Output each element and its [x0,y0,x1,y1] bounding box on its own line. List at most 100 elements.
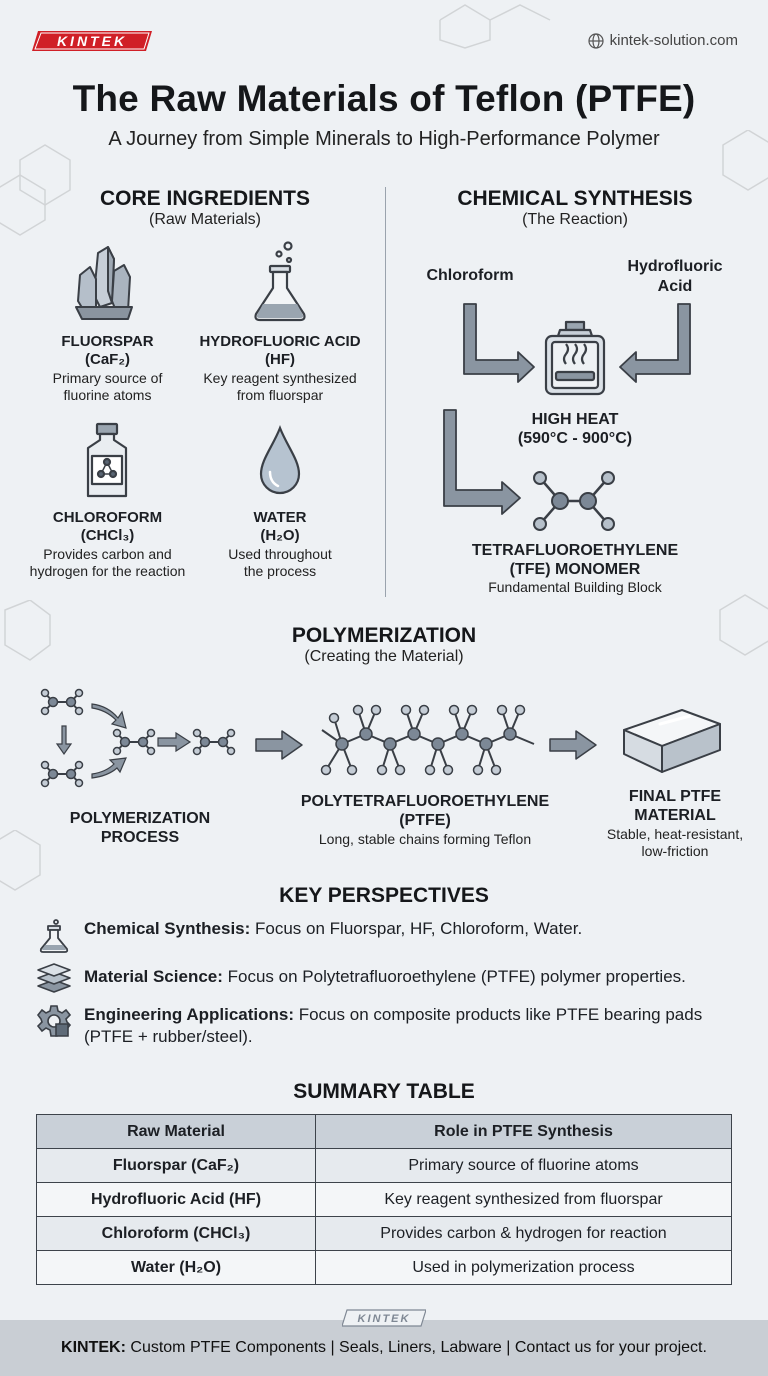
website-link[interactable]: kintek-solution.com [588,32,738,49]
footer-text[interactable]: KINTEK: Custom PTFE Components | Seals, … [0,1339,768,1357]
background-structure-watermark [4,600,51,661]
polymerization-process-diagram [40,688,236,788]
chloroform-desc-1: Provides carbon and [43,546,172,562]
temperature-label: (590°C - 900°C) [517,430,633,447]
ptfe-label-2: (PTFE) [399,812,451,829]
footer-bar [0,1320,768,1376]
chloroform-formula: (CHCl₃) [80,527,135,544]
ptfe-label-1: POLYTETRAFLUOROETHYLENE [300,793,550,810]
core-ingredients-title: CORE INGREDIENTS [99,187,311,210]
key-perspectives-title: KEY PERSPECTIVES [279,884,489,907]
svg-text:KINTEK: KINTEK [358,1313,411,1325]
table-row: Fluorspar (CaF₂) Primary source of fluor… [36,1148,732,1183]
table-header-raw-material: Raw Material [36,1114,316,1149]
final-ptfe-desc-1: Stable, heat-resistant, [606,826,744,842]
perspective-material-science: Material Science: Focus on Polytetrafluo… [36,960,736,996]
background-structure-watermark [0,830,41,891]
summary-table-title: SUMMARY TABLE [293,1080,475,1103]
core-ingredients-subtitle: (Raw Materials) [148,211,261,228]
table-header-role: Role in PTFE Synthesis [315,1114,732,1149]
chloroform-name: CHLOROFORM [52,509,163,526]
website-text: kintek-solution.com [609,32,738,49]
table-cell-role: Primary source of fluorine atoms [315,1148,732,1183]
fluorspar-formula: (CaF₂) [85,351,130,368]
water-desc-1: Used throughout [228,546,332,562]
hf-formula: (HF) [265,351,295,368]
background-structure-watermark [722,130,768,191]
table-cell-role: Used in polymerization process [315,1250,732,1285]
table-row: Hydrofluoric Acid (HF) Key reagent synth… [36,1182,732,1217]
background-structure-watermark [719,594,768,656]
table-header-row: Raw Material Role in PTFE Synthesis [36,1114,732,1149]
bottle-icon [86,422,128,498]
polymerization-process-label-1: POLYMERIZATION [69,810,211,827]
hf-name: HYDROFLUORIC ACID [199,333,361,350]
input-hf-label-1: Hydrofluoric [627,258,723,275]
perspective-label: Chemical Synthesis: [84,919,251,938]
svg-text:KINTEK: KINTEK [57,33,127,49]
perspective-chemical-synthesis: Chemical Synthesis: Focus on Fluorspar, … [36,918,736,954]
section-divider [385,187,386,597]
flask-icon [254,241,306,322]
table-cell-material: Water (H₂O) [36,1250,316,1285]
fluorspar-desc-1: Primary source of [52,370,163,386]
ptfe-block-icon [623,709,721,773]
tfe-label-1: TETRAFLUOROETHYLENE [471,542,679,559]
synthesis-flow-arrows [443,303,691,515]
perspective-label: Material Science: [84,967,223,986]
kintek-logo[interactable]: KINTEK [32,30,152,52]
perspective-label: Engineering Applications: [84,1005,294,1024]
ptfe-desc: Long, stable chains forming Teflon [318,831,532,847]
fluorspar-desc-2: fluorine atoms [63,387,152,403]
water-formula: (H₂O) [260,527,300,544]
water-desc-2: the process [243,563,317,579]
footer-kintek-logo[interactable]: KINTEK [342,1309,426,1327]
table-cell-material: Chloroform (CHCl₃) [36,1216,316,1251]
final-ptfe-desc-2: low-friction [641,843,709,859]
water-drop-icon [259,424,301,495]
flow-arrow-right [255,730,303,760]
perspective-text: Focus on Polytetrafluoroethylene (PTFE) … [222,967,686,986]
high-heat-label: HIGH HEAT [531,411,619,428]
input-hf-label-2: Acid [657,278,693,295]
table-cell-material: Hydrofluoric Acid (HF) [36,1182,316,1217]
tfe-molecule-icon [533,471,615,531]
tfe-label-2: (TFE) MONOMER [509,561,641,578]
globe-icon [588,32,604,49]
water-name: WATER [253,509,307,526]
table-cell-role: Key reagent synthesized from fluorspar [315,1182,732,1217]
footer-message: Custom PTFE Components | Seals, Liners, … [125,1339,707,1356]
chloroform-desc-2: hydrogen for the reaction [29,563,186,579]
perspective-text-continued: (PTFE + rubber/steel). [84,1027,253,1046]
fluorspar-name: FLUORSPAR [61,333,154,350]
footer-brand: KINTEK: [61,1339,126,1356]
input-chloroform-label: Chloroform [426,267,514,284]
polymerization-subtitle: (Creating the Material) [304,648,464,665]
crystal-icon [75,246,133,320]
hf-desc-1: Key reagent synthesized [203,370,357,386]
polymerization-title: POLYMERIZATION [291,624,477,647]
ptfe-polymer-chain-icon [320,704,535,776]
table-cell-role: Provides carbon & hydrogen for reaction [315,1216,732,1251]
final-ptfe-label-2: MATERIAL [634,807,716,824]
gear-icon [36,1005,72,1037]
chemical-synthesis-subtitle: (The Reaction) [522,211,628,228]
page-title: The Raw Materials of Teflon (PTFE) [72,78,696,119]
tfe-desc: Fundamental Building Block [488,579,662,595]
table-cell-material: Fluorspar (CaF₂) [36,1148,316,1183]
perspective-engineering-applications: Engineering Applications: Focus on compo… [36,1004,736,1048]
final-ptfe-label-1: FINAL PTFE [628,788,722,805]
page-subtitle: A Journey from Simple Minerals to High-P… [108,128,660,150]
table-row: Chloroform (CHCl₃) Provides carbon & hyd… [36,1216,732,1251]
hf-desc-2: from fluorspar [236,387,324,403]
flask-icon [39,919,69,953]
perspective-text: Focus on Fluorspar, HF, Chloroform, Wate… [250,919,583,938]
reactor-icon [544,320,606,396]
background-structure-watermark [439,4,551,49]
layers-icon [37,963,71,993]
background-structure-watermark [0,144,71,236]
flow-arrow-right [549,730,597,760]
chemical-synthesis-title: CHEMICAL SYNTHESIS [457,187,693,210]
polymerization-process-label-2: PROCESS [100,829,180,846]
perspective-text: Focus on composite products like PTFE be… [294,1005,703,1024]
